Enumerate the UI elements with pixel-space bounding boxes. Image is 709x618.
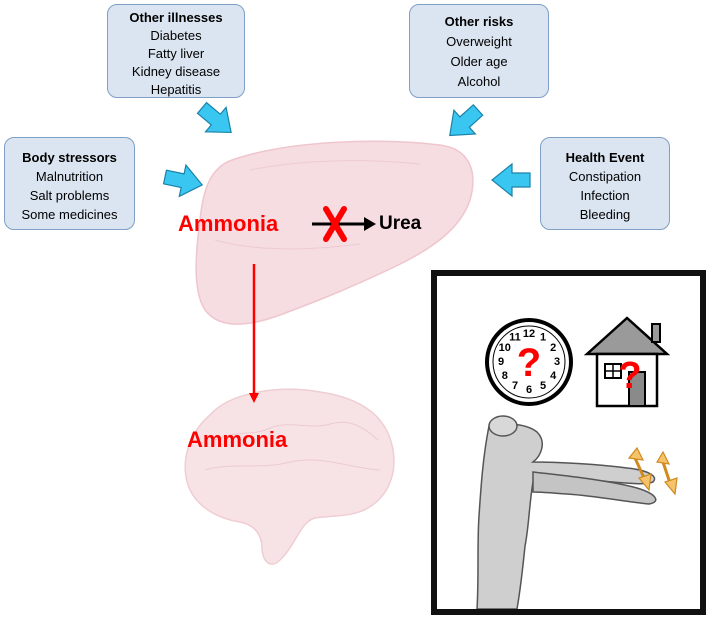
conversion-arrow xyxy=(312,217,376,231)
health-event-box: Health Event Constipation Infection Blee… xyxy=(540,137,670,230)
liver-ammonia-label: Ammonia xyxy=(178,211,279,236)
box-item: Diabetes xyxy=(150,28,202,43)
clock-number: 4 xyxy=(550,370,557,382)
clock-question-mark: ? xyxy=(517,341,541,385)
box-title: Other illnesses xyxy=(129,10,223,25)
clock-number: 5 xyxy=(540,380,546,392)
box-item: Some medicines xyxy=(21,207,118,222)
body-stressors-box: Body stressors Malnutrition Salt problem… xyxy=(4,137,135,230)
blocked-x-mark xyxy=(323,206,347,242)
clock-number: 8 xyxy=(502,370,508,382)
box-item: Alcohol xyxy=(457,74,501,89)
cyan-arrow-top-right xyxy=(449,103,484,137)
clock-number: 6 xyxy=(526,384,532,396)
box-title: Other risks xyxy=(444,14,514,29)
box-item: Salt problems xyxy=(29,188,110,203)
clock-number: 7 xyxy=(512,380,518,392)
box-item: Malnutrition xyxy=(35,169,104,184)
brain-ammonia-label: Ammonia xyxy=(187,427,288,452)
box-title: Health Event xyxy=(565,150,645,165)
box-item: Older age xyxy=(450,54,508,69)
clock-number: 2 xyxy=(550,342,556,354)
box-title: Body stressors xyxy=(22,150,117,165)
clock-number: 11 xyxy=(509,332,521,344)
tremor-arrow-icon xyxy=(627,446,652,492)
tremor-arrow-icon xyxy=(656,450,678,496)
brain-shape xyxy=(184,388,395,565)
clock-number: 3 xyxy=(554,356,560,368)
house-icon: ? xyxy=(583,316,671,408)
box-item: Constipation xyxy=(568,169,642,184)
cyan-arrow-right xyxy=(491,162,531,198)
person-tremor-icon xyxy=(476,415,657,609)
liver-shape xyxy=(195,140,474,325)
clock-number: 1 xyxy=(540,332,546,344)
clock-number: 10 xyxy=(499,342,511,354)
box-item: Overweight xyxy=(446,34,512,49)
box-item: Hepatitis xyxy=(150,82,202,97)
cyan-arrow-left xyxy=(162,163,204,198)
box-item: Kidney disease xyxy=(131,64,221,79)
other-illnesses-box: Other illnesses Diabetes Fatty liver Kid… xyxy=(107,4,245,98)
box-item: Fatty liver xyxy=(147,46,205,61)
clock-number: 9 xyxy=(498,356,504,368)
urea-label: Urea xyxy=(379,213,422,234)
box-item: Infection xyxy=(580,188,630,203)
other-risks-box: Other risks Overweight Older age Alcohol xyxy=(409,4,549,98)
house-question-mark: ? xyxy=(618,355,641,397)
box-item: Bleeding xyxy=(579,207,631,222)
clock-number: 12 xyxy=(523,328,535,340)
cyan-arrow-top-left xyxy=(196,101,232,134)
